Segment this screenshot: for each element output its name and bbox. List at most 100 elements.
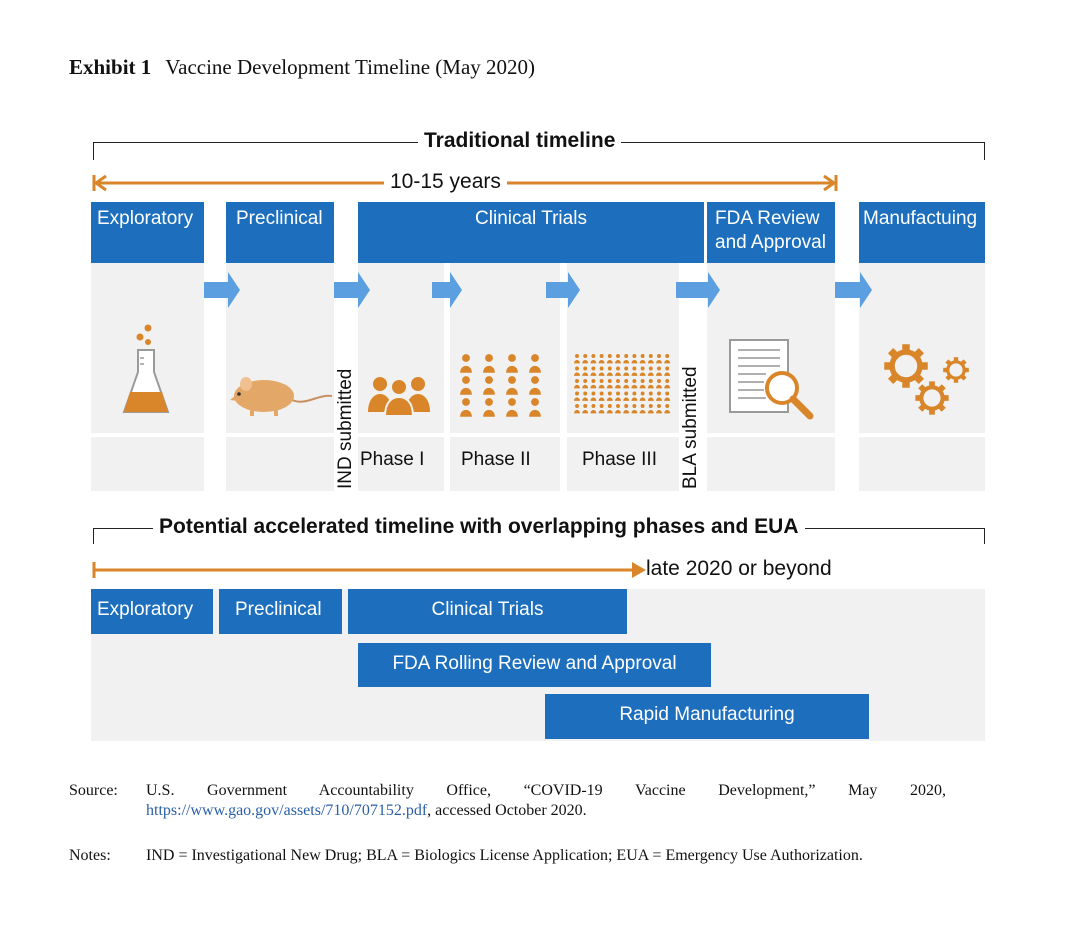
person-icon: [664, 366, 671, 376]
person-icon: [656, 354, 662, 364]
person-icon: [631, 404, 638, 414]
accel-stage-preclinical-label: Preclinical: [235, 599, 322, 620]
person-icon: [590, 404, 597, 414]
person-icon: [590, 354, 597, 364]
person-icon: [664, 404, 671, 414]
person-icon: [574, 404, 580, 414]
flow-arrow-icon: [546, 272, 580, 308]
source-suffix: , accessed October 2020.: [427, 802, 587, 819]
gear-icon: [915, 381, 949, 415]
traditional-bracket-right-leg: [984, 142, 985, 160]
row-separator: [91, 433, 985, 437]
person-icon: [460, 398, 472, 417]
accel-stage-rapid-manufacturing-label: Rapid Manufacturing: [619, 704, 795, 725]
person-icon: [460, 354, 472, 373]
person-icon: [598, 379, 605, 389]
person-icon: [623, 404, 630, 414]
person-icon: [623, 379, 630, 389]
flow-arrows: [204, 272, 872, 308]
person-icon: [606, 366, 613, 376]
person-icon: [664, 379, 671, 389]
person-icon: [506, 398, 518, 417]
person-icon: [598, 366, 605, 376]
person-icon: [590, 366, 597, 376]
flow-arrow-icon: [835, 272, 872, 308]
person-icon: [631, 354, 638, 364]
panel-phase-3: [567, 263, 679, 491]
person-icon: [647, 354, 654, 364]
person-icon: [664, 391, 671, 401]
person-icon: [606, 354, 613, 364]
person-icon: [647, 366, 654, 376]
flow-arrow-icon: [334, 272, 370, 308]
person-icon: [615, 354, 621, 364]
bla-submitted-marker: BLA submitted: [680, 366, 701, 489]
document-review-icon: [729, 339, 814, 420]
person-icon: [590, 391, 597, 401]
person-icon: [574, 354, 580, 364]
source-text: U.S. Government Accountability Office, “…: [146, 782, 946, 799]
flow-arrow-icon: [676, 272, 720, 308]
person-icon: [656, 366, 662, 376]
stage-preclinical: Preclinical: [226, 202, 334, 263]
person-icon: [647, 391, 654, 401]
phase-1-label: Phase I: [360, 449, 425, 470]
person-icon: [656, 404, 662, 414]
person-icon: [483, 376, 495, 395]
person-icon: [460, 376, 472, 395]
stage-exploratory: Exploratory: [91, 202, 204, 263]
accel-stage-exploratory-label: Exploratory: [97, 599, 194, 620]
accelerated-bracket-right-leg: [984, 528, 985, 544]
accel-stage-preclinical: Preclinical: [219, 589, 342, 634]
panel-phase-1: [358, 263, 444, 491]
person-icon: [623, 354, 630, 364]
person-icon: [639, 379, 646, 389]
source-label: Source:: [69, 782, 118, 799]
panel-preclinical: [226, 263, 334, 491]
stage-fda-review: FDA Review and Approval: [707, 202, 835, 263]
people-group-icon: [368, 377, 430, 417]
exhibit-label: Exhibit 1: [69, 55, 152, 79]
accel-stage-clinical-trials: Clinical Trials: [348, 589, 627, 634]
person-icon: [647, 404, 654, 414]
stage-fda-review-label: FDA Review and Approval: [715, 208, 826, 253]
ind-submitted-marker: IND submitted: [335, 368, 356, 489]
person-icon: [656, 379, 662, 389]
person-icon: [598, 404, 605, 414]
stage-clinical-trials-label: Clinical Trials: [475, 208, 587, 229]
person-icon: [623, 391, 630, 401]
flask-icon: [122, 324, 170, 413]
person-icon: [574, 366, 580, 376]
notes-label: Notes:: [69, 847, 111, 864]
traditional-bracket-left-leg: [93, 142, 94, 160]
stage-manufacturing-label: Manufactuing: [863, 208, 978, 229]
exhibit-title-text: Vaccine Development Timeline (May 2020): [165, 55, 536, 79]
stage-preclinical-label: Preclinical: [236, 208, 323, 229]
person-icon: [598, 391, 605, 401]
person-icon: [623, 366, 630, 376]
accel-stage-fda-rolling-review: FDA Rolling Review and Approval: [358, 643, 711, 687]
person-icon: [574, 379, 580, 389]
person-icon: [582, 366, 589, 376]
person-icon: [631, 379, 638, 389]
person-icon: [598, 354, 605, 364]
person-icon: [615, 366, 621, 376]
people-grid-large-icon: [574, 354, 671, 414]
gear-icon: [884, 344, 928, 388]
accelerated-duration: late 2020 or beyond: [646, 557, 832, 581]
source-link[interactable]: https://www.gao.gov/assets/710/707152.pd…: [146, 802, 428, 819]
source-url-line: https://www.gao.gov/assets/710/707152.pd…: [146, 801, 946, 821]
accelerated-duration-arrow: [92, 562, 646, 578]
person-icon: [529, 354, 541, 373]
person-icon: [664, 354, 671, 364]
person-icon: [615, 404, 621, 414]
accel-stage-rapid-manufacturing: Rapid Manufacturing: [545, 694, 869, 739]
person-icon: [506, 376, 518, 395]
person-icon: [639, 354, 646, 364]
phase-2-label: Phase II: [461, 449, 531, 470]
accel-stage-exploratory: Exploratory: [91, 589, 213, 634]
mouse-icon: [230, 377, 333, 416]
person-icon: [615, 391, 621, 401]
person-icon: [506, 354, 518, 373]
